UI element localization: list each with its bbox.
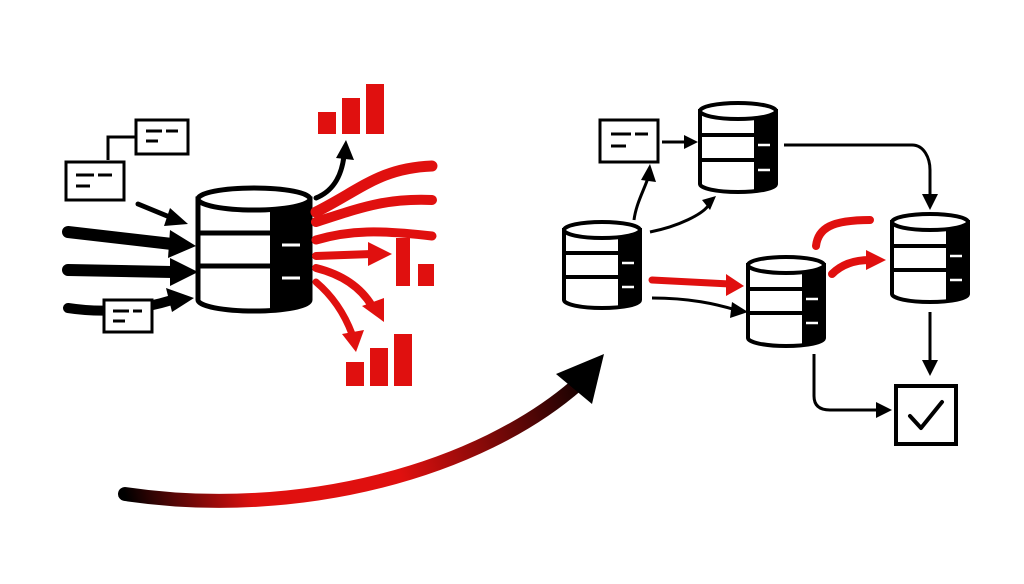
outflow-streams [310,160,438,352]
document-card-icon [102,298,154,334]
pipeline-connectors [632,143,932,412]
database-icon [562,220,642,310]
document-card-icon [598,118,660,164]
pipeline-arrowheads [641,164,938,418]
document-card-icon [134,118,190,156]
highlight-arrowheads [726,250,886,296]
doc-to-db-arrow [662,135,698,149]
document-card-icon [64,160,126,202]
database-icon [890,212,970,304]
inflow-arrow [62,226,178,250]
database-icon [698,101,778,194]
database-icon [195,185,313,314]
curved-gradient-arrow-icon [118,354,604,508]
bar-chart-icon [318,84,384,134]
checkmark-box-icon [894,384,958,446]
upward-arrow [313,140,354,201]
bar-chart-icon [346,334,412,386]
connector-line [106,135,136,160]
bar-chart-icon [396,238,434,286]
database-icon [746,255,826,348]
doc-to-hub-arrow [135,201,188,226]
inflow-arrow [62,264,178,278]
